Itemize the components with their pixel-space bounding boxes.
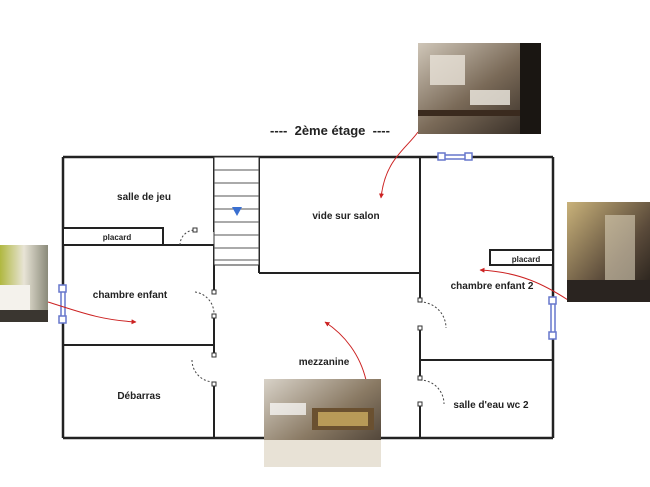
room-label-salle-de-jeu: salle de jeu bbox=[117, 192, 171, 203]
room-label-placard-right: placard bbox=[512, 255, 541, 264]
room-label-mezzanine: mezzanine bbox=[299, 357, 350, 368]
photo-right bbox=[567, 202, 650, 302]
photo-bottom bbox=[264, 379, 381, 467]
arrow-to-chambre-enfant bbox=[47, 301, 137, 325]
room-label-vide-sur-salon: vide sur salon bbox=[312, 211, 379, 222]
photo-top bbox=[418, 43, 541, 134]
room-label-debarras: Débarras bbox=[117, 391, 161, 402]
arrow-to-chambre-enfant-2 bbox=[479, 267, 569, 301]
floor-title: ---- 2ème étage ---- bbox=[270, 123, 390, 138]
photo-arrows bbox=[47, 131, 569, 381]
room-label-chambre-enfant: chambre enfant bbox=[93, 290, 168, 301]
photo-left bbox=[0, 245, 48, 322]
arrow-to-vide-sur-salon bbox=[378, 131, 419, 199]
windows bbox=[58, 152, 557, 340]
arrow-to-mezzanine bbox=[324, 321, 367, 381]
triangle-down-icon bbox=[232, 207, 242, 216]
room-label-chambre-enfant-2: chambre enfant 2 bbox=[451, 281, 534, 292]
door-hinges bbox=[192, 227, 423, 407]
room-label-placard-left: placard bbox=[103, 233, 132, 242]
room-label-salle-deau-wc-2: salle d'eau wc 2 bbox=[453, 400, 529, 411]
